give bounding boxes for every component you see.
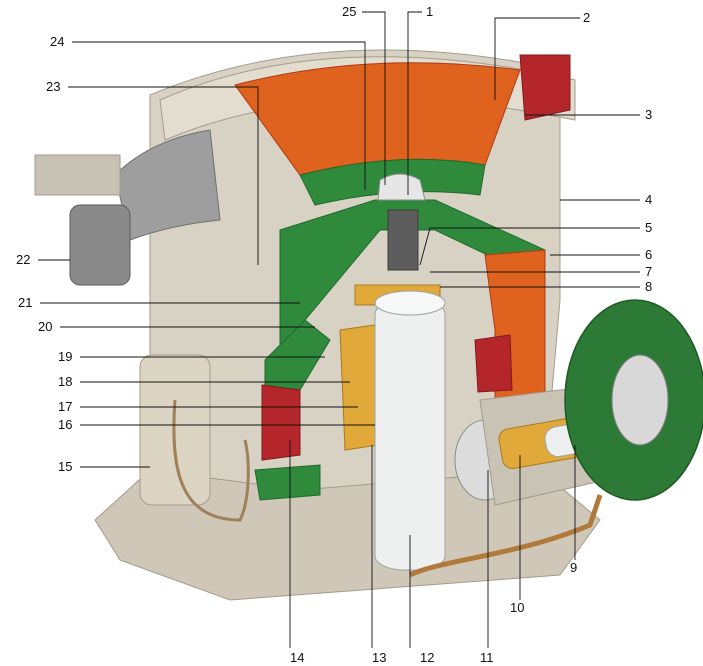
leader-line-5 (419, 227, 640, 266)
lube-pipe (408, 494, 603, 578)
callout-1: 1 (426, 4, 433, 19)
hydraulic-hose (172, 399, 250, 522)
lower-green-ring (254, 464, 321, 501)
leader-line-2 (494, 17, 580, 100)
callout-18: 18 (58, 374, 72, 389)
callout-2: 2 (583, 10, 590, 25)
motor-bracket (34, 154, 121, 196)
leader-line-23 (68, 86, 259, 265)
callout-14: 14 (290, 650, 304, 665)
frame-red-insert-top (519, 54, 571, 121)
callout-labels: 1 2 3 4 5 6 7 8 9 10 11 12 13 14 15 16 1… (16, 4, 652, 665)
callout-13: 13 (372, 650, 386, 665)
main-shaft (374, 299, 446, 571)
adjustment-motor (69, 204, 131, 286)
callout-12: 12 (420, 650, 434, 665)
crusher-illustration (34, 49, 703, 601)
callout-6: 6 (645, 247, 652, 262)
leader-line-1 (407, 11, 422, 195)
callout-16: 16 (58, 417, 72, 432)
adjustment-gear-ring (114, 129, 221, 241)
callout-3: 3 (645, 107, 652, 122)
main-shaft-top (374, 290, 446, 316)
callout-4: 4 (645, 192, 652, 207)
leader-line-25 (362, 11, 386, 185)
callout-8: 8 (645, 279, 652, 294)
callout-21: 21 (18, 295, 32, 310)
callout-5: 5 (645, 220, 652, 235)
head-nut (387, 209, 419, 271)
eccentric-bushing (339, 324, 379, 451)
callout-25: 25 (342, 4, 356, 19)
frame-red-insert-right (474, 334, 513, 393)
callout-19: 19 (58, 349, 72, 364)
leader-lines (38, 11, 640, 648)
callout-22: 22 (16, 252, 30, 267)
drive-sheave-hub (611, 354, 669, 446)
leader-line-24 (72, 41, 366, 190)
callout-23: 23 (46, 79, 60, 94)
callout-24: 24 (50, 34, 64, 49)
callout-7: 7 (645, 264, 652, 279)
callout-10: 10 (510, 600, 524, 615)
callout-9: 9 (570, 560, 577, 575)
head-bolt-assembly (377, 173, 426, 201)
callout-20: 20 (38, 319, 52, 334)
callout-11: 11 (480, 650, 494, 665)
callout-17: 17 (58, 399, 72, 414)
frame-red-insert-left (261, 384, 301, 461)
callout-15: 15 (58, 459, 72, 474)
